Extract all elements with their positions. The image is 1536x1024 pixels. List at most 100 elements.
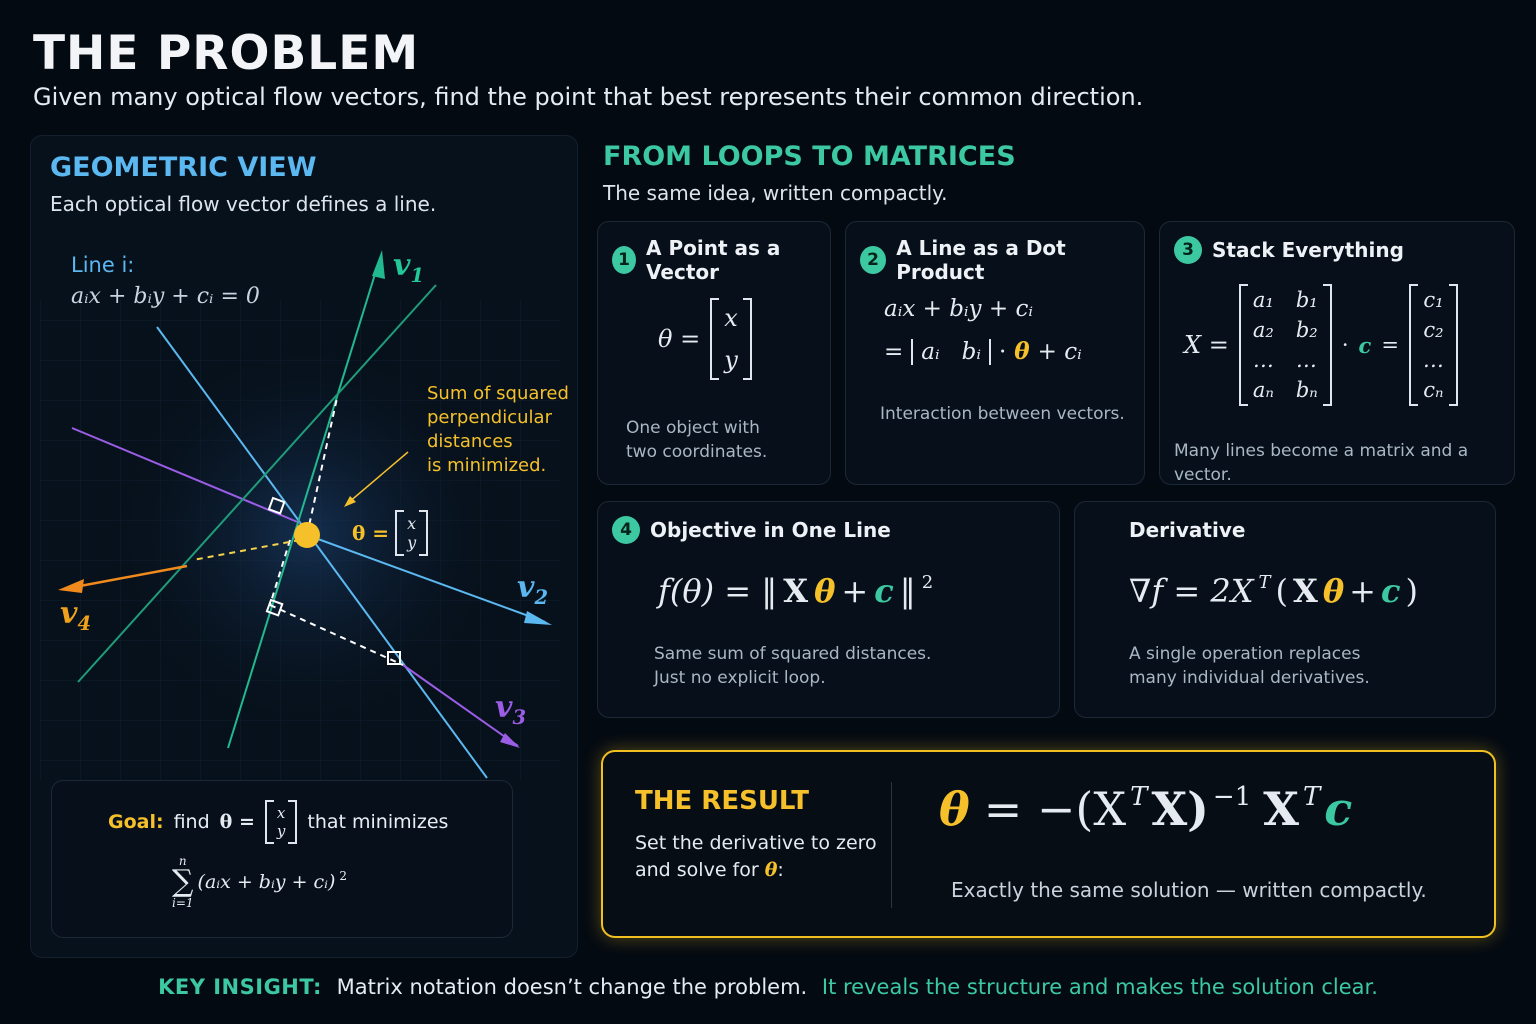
matrix-cell: bₙ bbox=[1295, 378, 1318, 402]
vector-cell: c₂ bbox=[1423, 318, 1444, 342]
v1-letter: v bbox=[393, 248, 411, 283]
result-box: THE RESULT Set the derivative to zero an… bbox=[601, 750, 1496, 938]
note-line: One object with bbox=[626, 418, 760, 438]
arrowhead-v3 bbox=[500, 733, 520, 748]
label-v2: v2 bbox=[517, 570, 548, 609]
matrix-cell: b₂ bbox=[1295, 318, 1318, 342]
goal-tail: that minimizes bbox=[307, 811, 449, 833]
result-title: THE RESULT bbox=[635, 786, 809, 816]
derivative-title: Derivative bbox=[1129, 518, 1246, 542]
annotation-line: is minimized. bbox=[427, 455, 547, 476]
colon: : bbox=[777, 859, 784, 881]
line-label: Line i: bbox=[71, 253, 135, 277]
theta-point bbox=[294, 522, 320, 548]
dot: · bbox=[1341, 333, 1349, 357]
sum-exponent: 2 bbox=[339, 869, 348, 883]
geometric-subtitle: Each optical flow vector defines a line. bbox=[50, 192, 437, 216]
result-text: Set the derivative to zero and solve for… bbox=[635, 830, 877, 884]
c: c bbox=[874, 572, 894, 610]
plus: + bbox=[1349, 572, 1376, 610]
v2-letter: v bbox=[517, 570, 535, 605]
sum-top: n bbox=[178, 854, 187, 868]
result-caption: Exactly the same solution — written comp… bbox=[951, 878, 1427, 902]
theta-lhs: θ = bbox=[658, 325, 701, 353]
sum-expression: (aᵢx + bᵢy + cᵢ) bbox=[197, 871, 336, 893]
theta: θ bbox=[814, 572, 836, 610]
note-line: two coordinates. bbox=[626, 442, 768, 462]
geometric-diagram bbox=[40, 250, 560, 780]
page-subtitle: Given many optical flow vectors, find th… bbox=[33, 83, 1144, 111]
sum-bottom: i=1 bbox=[172, 896, 194, 910]
card3-note: Many lines become a matrix and a vector. bbox=[1174, 441, 1469, 485]
perpendicular-distance bbox=[269, 539, 291, 606]
note-line: A single operation replaces bbox=[1129, 644, 1361, 664]
line-green bbox=[77, 284, 437, 683]
theta: θ bbox=[1014, 338, 1030, 365]
right-angle-marker bbox=[387, 651, 401, 665]
matrix-cell: a₂ bbox=[1252, 318, 1274, 342]
v4-letter: v bbox=[60, 596, 78, 631]
v3-letter: v bbox=[495, 690, 513, 725]
paren-open: ( bbox=[1275, 572, 1288, 610]
formula-part: X bbox=[1263, 782, 1299, 836]
v3-sub: 3 bbox=[512, 706, 527, 729]
vector-v1 bbox=[227, 257, 381, 749]
line-purple bbox=[71, 427, 301, 524]
transpose: T bbox=[1302, 782, 1321, 812]
divider bbox=[891, 782, 892, 908]
matrix-X-lhs: X = bbox=[1184, 331, 1229, 359]
vector-cell: … bbox=[1422, 348, 1444, 372]
note-line: many individual derivatives. bbox=[1129, 668, 1370, 688]
goal-label: Goal: bbox=[108, 811, 164, 833]
plus-c: + cᵢ bbox=[1037, 338, 1082, 365]
note-line: Just no explicit loop. bbox=[654, 668, 826, 688]
equals: = bbox=[1381, 333, 1399, 357]
matrices-subtitle: The same idea, written compactly. bbox=[603, 181, 948, 205]
label-v1: v1 bbox=[393, 248, 424, 287]
goal-find: find bbox=[173, 811, 210, 833]
vector-v4 bbox=[63, 564, 188, 591]
page-title: THE PROBLEM bbox=[33, 26, 420, 81]
c: c bbox=[1324, 782, 1353, 836]
result-text-line: and solve for bbox=[635, 859, 759, 881]
X: X bbox=[1292, 572, 1318, 610]
matrices-title: FROM LOOPS TO MATRICES bbox=[603, 141, 1016, 172]
norm-close: ‖ bbox=[899, 572, 916, 610]
goal-theta: θ = bbox=[219, 811, 255, 833]
annotation-line: Sum of squared bbox=[427, 383, 569, 404]
sum-sign: ∑ bbox=[172, 864, 194, 899]
f-theta: f(θ) = ‖ bbox=[658, 572, 778, 610]
card2-title: A Line as a Dot Product bbox=[896, 236, 1066, 284]
annotation-arrow bbox=[347, 451, 409, 504]
card2-note: Interaction between vectors. bbox=[880, 404, 1125, 424]
step-badge: 4 bbox=[612, 516, 640, 544]
step-badge: 1 bbox=[612, 246, 637, 274]
exponent: 2 bbox=[921, 572, 934, 593]
label-v3: v3 bbox=[495, 690, 526, 729]
key-insight: KEY INSIGHT: Matrix notation doesn’t cha… bbox=[0, 975, 1536, 999]
vec-y: y bbox=[407, 533, 417, 552]
perpendicular-distance bbox=[306, 397, 338, 536]
row-a: aᵢ bbox=[921, 338, 940, 365]
paren-close: ) bbox=[1405, 572, 1418, 610]
X: X bbox=[783, 572, 809, 610]
result-text-line: Set the derivative to zero bbox=[635, 832, 877, 854]
transpose: T bbox=[1258, 572, 1271, 593]
row-b: bᵢ bbox=[961, 338, 981, 365]
transpose: T bbox=[1130, 782, 1148, 812]
plus: + bbox=[841, 572, 869, 610]
